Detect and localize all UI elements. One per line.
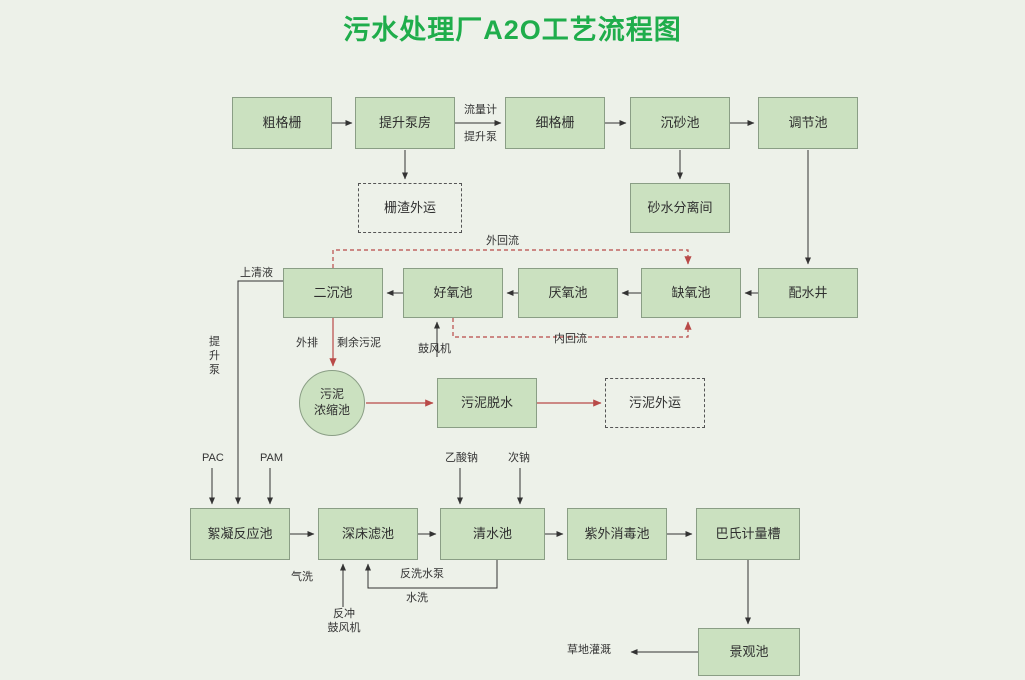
node-distribution-well: 配水井: [758, 268, 858, 318]
label-discharge: 外排: [296, 337, 318, 349]
node-deep-bed-filter: 深床滤池: [318, 508, 418, 560]
node-uv-disinfection-tank: 紫外消毒池: [567, 508, 667, 560]
main-flow-arrows: [209, 120, 811, 655]
label-supernatant: 上清液: [240, 267, 273, 279]
node-sludge-out: 污泥外运: [605, 378, 705, 428]
label-lift-pump-vertical: 提 升 泵: [209, 336, 220, 376]
node-anoxic-tank: 缺氧池: [641, 268, 741, 318]
node-fine-screen: 细格栅: [505, 97, 605, 149]
label-water-wash: 水洗: [406, 592, 428, 604]
label-grass-irrigation: 草地灌溉: [567, 644, 611, 656]
reflux-dashed-lines: [332, 249, 692, 338]
node-clear-water-tank: 清水池: [440, 508, 545, 560]
node-sand-water-separation: 砂水分离间: [630, 183, 730, 233]
label-internal-reflux: 内回流: [554, 333, 587, 345]
label-air-wash: 气洗: [291, 571, 313, 583]
label-sodium-hypochlorite: 次钠: [508, 452, 530, 464]
node-regulating-tank: 调节池: [758, 97, 858, 149]
node-sludge-dewatering: 污泥脱水: [437, 378, 537, 428]
node-anaerobic-tank: 厌氧池: [518, 268, 618, 318]
node-parshall-flume: 巴氏计量槽: [696, 508, 800, 560]
node-secondary-clarifier: 二沉池: [283, 268, 383, 318]
node-sludge-thickener: 污泥 浓缩池: [299, 370, 365, 436]
node-screenings-out: 栅渣外运: [358, 183, 462, 233]
label-backwash-pump: 反洗水泵: [400, 568, 444, 580]
sludge-flow-arrows: [329, 318, 602, 407]
label-sodium-acetate: 乙酸钠: [445, 452, 478, 464]
label-excess-sludge: 剩余污泥: [337, 337, 381, 349]
node-aerobic-tank: 好氧池: [403, 268, 503, 318]
diagram-title: 污水处理厂A2O工艺流程图: [343, 15, 682, 45]
label-external-reflux: 外回流: [486, 235, 519, 247]
node-grit-chamber: 沉砂池: [630, 97, 730, 149]
node-landscape-pond: 景观池: [698, 628, 800, 676]
node-lift-pump-station: 提升泵房: [355, 97, 455, 149]
label-lift-pump: 提升泵: [464, 131, 497, 143]
label-pam: PAM: [260, 452, 284, 464]
label-backwash-blower: 反冲 鼓风机: [327, 608, 361, 634]
node-coarse-screen: 粗格栅: [232, 97, 332, 149]
label-flow-meter: 流量计: [464, 104, 497, 116]
label-pac: PAC: [202, 452, 224, 464]
node-flocculation-tank: 絮凝反应池: [190, 508, 290, 560]
label-blower: 鼓风机: [418, 343, 451, 355]
